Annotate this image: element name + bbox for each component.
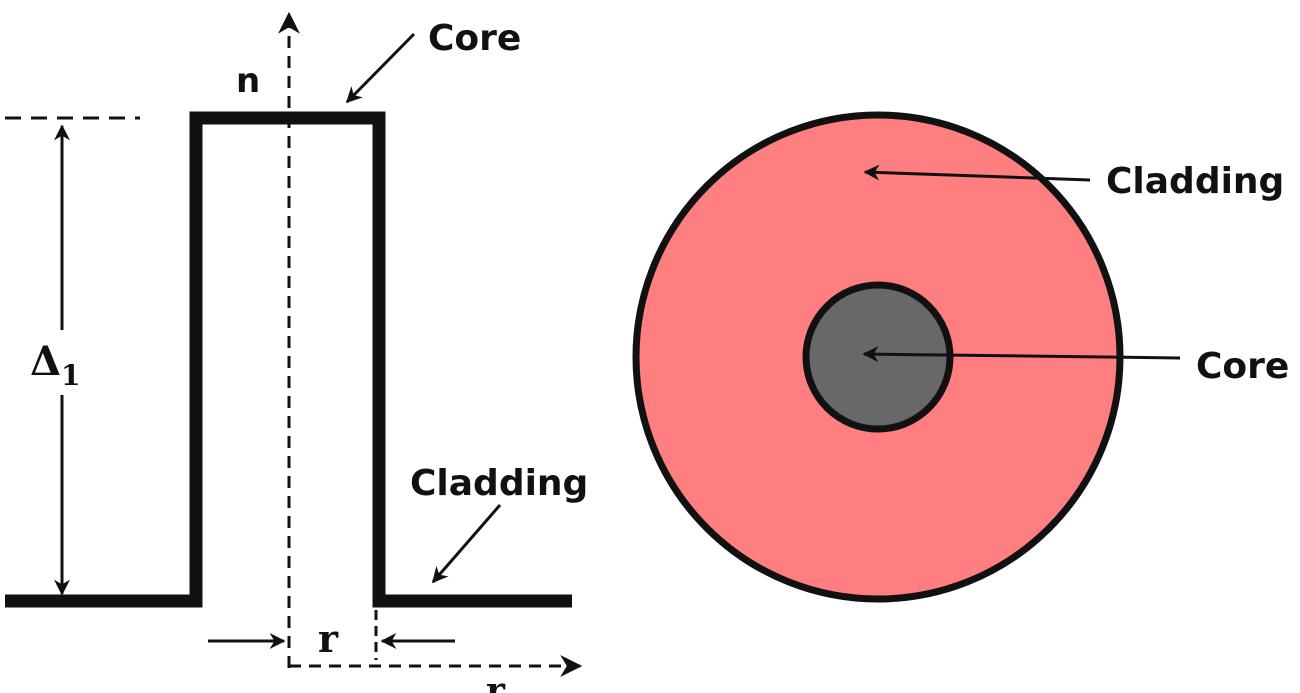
cross-cladding-arrow [863, 164, 1091, 182]
cross-core-arrow [862, 346, 1181, 363]
r-axis-label: r [486, 670, 506, 693]
index-profile: Δ1 r n r Core Cladding [5, 11, 588, 693]
cross-core-label: Core [1196, 346, 1289, 387]
radius-label: r [318, 616, 339, 661]
profile-core-arrow [345, 32, 416, 104]
profile-core-label: Core [428, 18, 521, 59]
n-axis-label: n [236, 61, 260, 101]
cross-cladding-label: Cladding [1106, 161, 1284, 202]
fiber-cross-section: Cladding Core [632, 111, 1289, 603]
profile-cladding-label: Cladding [410, 463, 588, 504]
delta-label: Δ1 [30, 338, 81, 392]
core-circle [802, 281, 954, 433]
profile-cladding-arrow [431, 504, 502, 584]
